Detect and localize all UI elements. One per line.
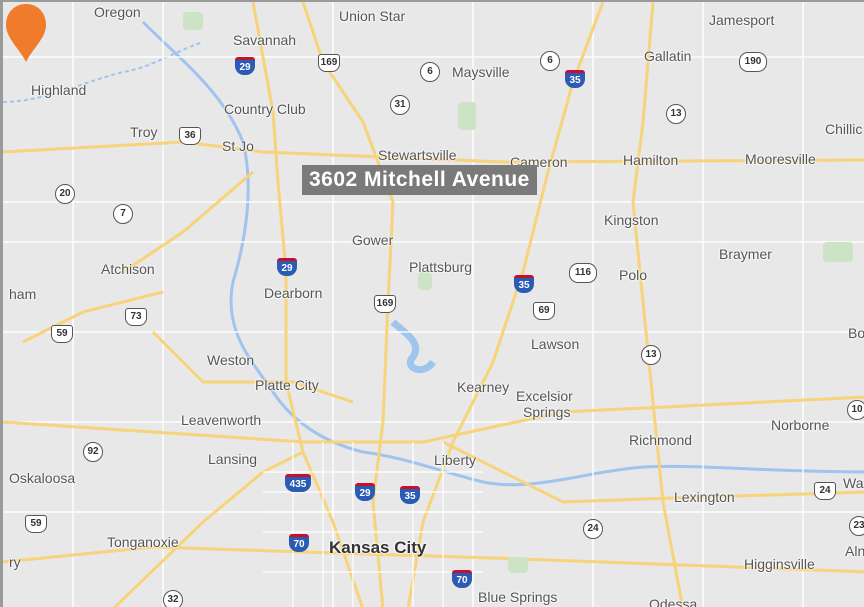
place-lexington: Lexington — [674, 489, 735, 505]
state-route-shield-icon: 116 — [569, 263, 597, 283]
place-oregon: Oregon — [94, 4, 141, 20]
place-braymer: Braymer — [719, 246, 772, 262]
place-oskaloosa: Oskaloosa — [9, 470, 76, 486]
place-maysville: Maysville — [452, 64, 510, 80]
place-troy: Troy — [130, 124, 158, 140]
interstate-shield-icon: 29 — [355, 483, 375, 501]
state-route-shield-icon: 23 — [849, 516, 864, 536]
place-hamilton: Hamilton — [623, 152, 679, 168]
map-roads-layer — [3, 2, 864, 607]
place-jamesport: Jamesport — [709, 12, 775, 28]
us-route-shield-icon: 24 — [814, 482, 836, 500]
map-marker-icon[interactable] — [3, 2, 49, 64]
place-weston: Weston — [207, 352, 255, 368]
state-route-shield-icon: 13 — [666, 104, 686, 124]
interstate-shield-icon: 70 — [289, 534, 309, 552]
place-dearborn: Dearborn — [264, 285, 323, 301]
state-route-shield-icon: 13 — [641, 345, 661, 365]
place-lawson: Lawson — [531, 336, 580, 352]
us-route-shield-icon: 169 — [374, 295, 396, 313]
us-route-shield-icon: 73 — [125, 308, 147, 326]
state-route-shield-icon: 7 — [113, 204, 133, 224]
place-odessa: Odessa — [649, 596, 698, 607]
place-richmond: Richmond — [629, 432, 693, 448]
place-gower: Gower — [352, 232, 394, 248]
state-route-shield-icon: 24 — [583, 519, 603, 539]
place-ry: ry — [9, 554, 21, 570]
interstate-shield-icon: 35 — [514, 275, 534, 293]
us-route-shield-icon: 169 — [318, 54, 340, 72]
state-route-shield-icon: 6 — [420, 62, 440, 82]
interstate-shield-icon: 35 — [565, 70, 585, 88]
place-plattsburg: Plattsburg — [409, 259, 473, 275]
place-atchison: Atchison — [101, 261, 155, 277]
place-aln: Aln — [845, 543, 864, 559]
place-polo: Polo — [619, 267, 648, 283]
place-liberty: Liberty — [434, 452, 477, 468]
interstate-shield-icon: 29 — [277, 258, 297, 276]
place-kansas-city: Kansas City — [329, 538, 427, 557]
interstate-shield-icon: 435 — [285, 474, 311, 492]
place-st-jo: St Jo — [222, 138, 254, 154]
us-route-shield-icon: 59 — [25, 515, 47, 533]
place-excelsior: Excelsior — [516, 388, 573, 404]
place-leavenworth: Leavenworth — [181, 412, 262, 428]
state-route-shield-icon: 10 — [847, 400, 864, 420]
state-route-shield-icon: 6 — [540, 51, 560, 71]
place-country-club: Country Club — [224, 101, 306, 117]
state-route-shield-icon: 190 — [739, 52, 767, 72]
place-chillic: Chillic — [825, 121, 863, 137]
interstate-shield-icon: 35 — [400, 486, 420, 504]
place-lansing: Lansing — [208, 451, 258, 467]
place-platte-city: Platte City — [255, 377, 319, 393]
place-norborne: Norborne — [771, 417, 830, 433]
place-gallatin: Gallatin — [644, 48, 692, 64]
place-bo: Bo — [848, 325, 864, 341]
place-kearney: Kearney — [457, 379, 510, 395]
address-callout: 3602 Mitchell Avenue — [302, 165, 537, 195]
us-route-shield-icon: 36 — [179, 127, 201, 145]
state-route-shield-icon: 20 — [55, 184, 75, 204]
place-savannah: Savannah — [233, 32, 297, 48]
place-springs: Springs — [523, 404, 571, 420]
interstate-shield-icon: 29 — [235, 57, 255, 75]
place-mooresville: Mooresville — [745, 151, 816, 167]
place-blue-springs: Blue Springs — [478, 589, 558, 605]
place-tonganoxie: Tonganoxie — [107, 534, 179, 550]
state-route-shield-icon: 32 — [163, 590, 183, 607]
place-union-star: Union Star — [339, 8, 406, 24]
state-route-shield-icon: 92 — [83, 442, 103, 462]
place-stewartsville: Stewartsville — [378, 147, 457, 163]
place-wa: Wa — [843, 475, 864, 491]
state-route-shield-icon: 31 — [390, 95, 410, 115]
place-kingston: Kingston — [604, 212, 659, 228]
place-higginsville: Higginsville — [744, 556, 815, 572]
interstate-shield-icon: 70 — [452, 570, 472, 588]
place-highland: Highland — [31, 82, 87, 98]
us-route-shield-icon: 59 — [51, 325, 73, 343]
us-route-shield-icon: 69 — [533, 302, 555, 320]
place-ham: ham — [9, 286, 37, 302]
